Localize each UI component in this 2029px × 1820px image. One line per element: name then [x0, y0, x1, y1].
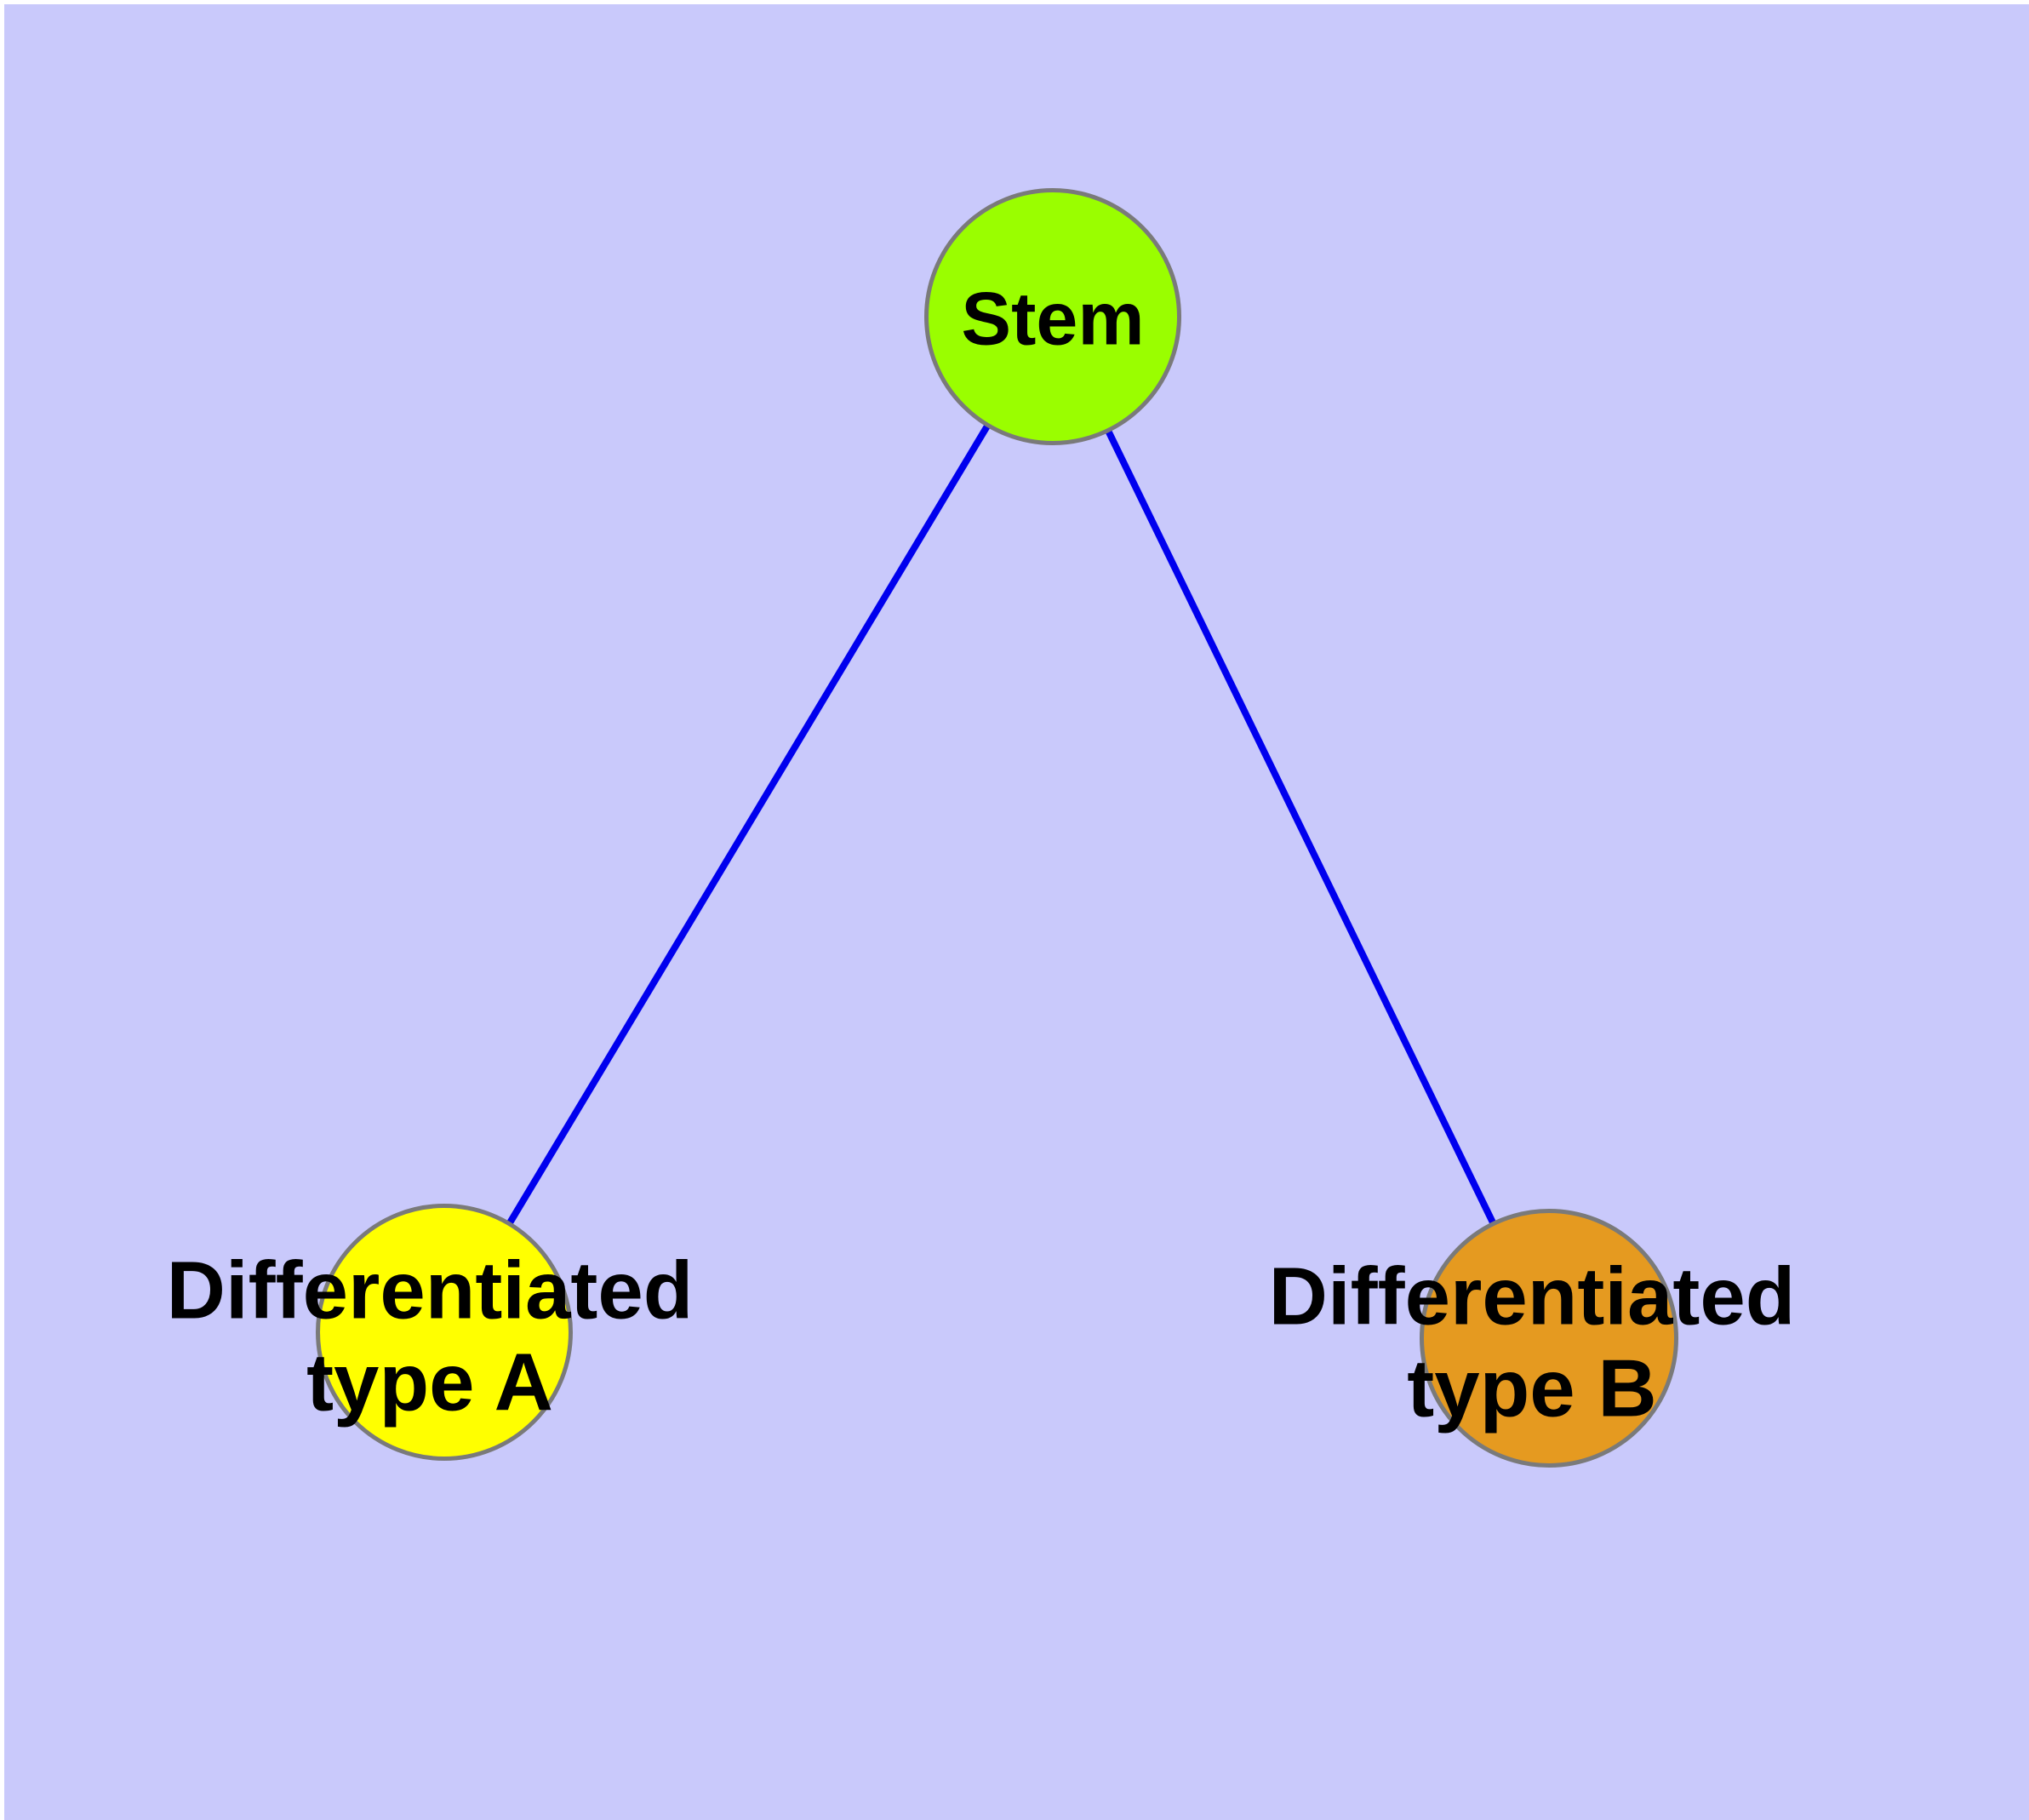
node-differentiated-type-a — [316, 1204, 573, 1461]
edge-stem-to-differentiated-type-a — [441, 314, 1056, 1335]
node-differentiated-type-b — [1420, 1209, 1678, 1468]
edge-stem-to-differentiated-type-b — [1049, 315, 1552, 1340]
node-label-differentiated-type-a: Differentiated type A — [166, 1245, 694, 1428]
node-label-differentiated-type-b: Differentiated type B — [1268, 1251, 1796, 1434]
node-stem — [924, 188, 1181, 445]
node-label-stem: Stem — [961, 276, 1145, 361]
